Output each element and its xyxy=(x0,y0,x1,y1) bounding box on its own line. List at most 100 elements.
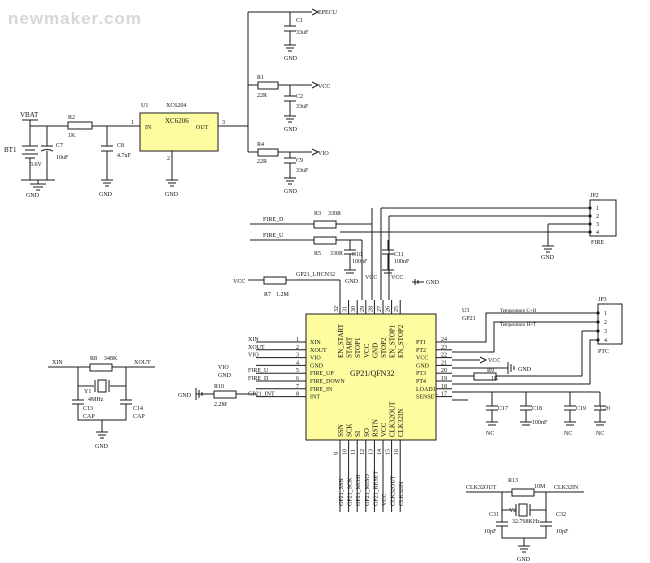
gnd-label: GND xyxy=(541,255,555,261)
fire-u-label: FIRE_U xyxy=(263,233,284,239)
gnd-label: GND xyxy=(218,373,232,379)
u1-pin-gnd: 2 xyxy=(167,156,170,162)
nc-label: NC xyxy=(486,431,494,437)
gnd-symbol xyxy=(96,420,108,439)
u3-top-pins: 32EN_START31START30STOP129VCC28GND27STOP… xyxy=(334,300,405,358)
u3-pin-name: PT2 xyxy=(416,348,426,354)
u3-left-net-label: FIRE_U xyxy=(248,368,269,374)
u3-left-net-label: XOUT xyxy=(248,345,265,351)
c17-capacitor xyxy=(486,392,498,426)
u3-bottom-pins: 9SSNGP21_SSN10SCKGP21_SCK11SIGP21_MOSI12… xyxy=(334,401,405,512)
c19-ref: C19 xyxy=(576,406,586,412)
r2-resistor xyxy=(67,121,93,130)
jp2-pin3-gnd xyxy=(542,223,590,253)
clk32in-label: CLK32IN xyxy=(554,485,579,491)
pt4-net xyxy=(452,339,598,385)
jp3-pin: 3 xyxy=(604,329,607,335)
y2-ref: Y2 xyxy=(509,508,516,514)
u3-pin-number: 11 xyxy=(351,449,357,455)
c11-capacitor xyxy=(382,240,394,274)
u3-bottom-net-label: GP21_SSN xyxy=(339,478,345,506)
c7-capacitor xyxy=(40,126,54,180)
y2-crystal xyxy=(518,503,528,517)
u3-pin-name: RSTN xyxy=(371,419,379,437)
u3-pin-name: STOP1 xyxy=(354,337,362,358)
y2-value: 32.768KHz xyxy=(512,519,540,525)
jp2-ref: JP2 xyxy=(590,193,599,199)
u3-pin-name: LOAD1 xyxy=(416,387,436,393)
u3-pin-number: 12 xyxy=(360,449,366,455)
gnd-label: GND xyxy=(518,367,532,373)
epecu-port xyxy=(311,8,320,16)
u1-in-label: IN xyxy=(145,125,152,131)
r5-ref: R5 xyxy=(314,251,321,257)
u3-chip-name: GP21/QFN32 xyxy=(350,369,394,378)
c13-ref: C13 xyxy=(83,406,93,412)
c9-ref: C9 xyxy=(296,158,303,164)
u3-pin-number: 32 xyxy=(334,306,340,312)
u3-pin-number: 26 xyxy=(386,306,392,312)
r7-value: 1.2M xyxy=(276,292,290,298)
r7-ref: R7 xyxy=(264,292,271,298)
gnd-label: GND xyxy=(165,192,179,198)
r13-resistor xyxy=(511,488,535,497)
nc-label: NC xyxy=(596,431,604,437)
r5-resistor xyxy=(313,236,337,245)
gnd-label: GND xyxy=(284,127,298,133)
jp3-connector xyxy=(597,303,623,345)
u3-pin-number: 17 xyxy=(441,392,447,398)
c11-value: 100nF xyxy=(394,259,410,265)
r1-ref: R1 xyxy=(257,75,264,81)
jp2-pin: 2 xyxy=(596,214,599,220)
c19-capacitor xyxy=(564,392,576,426)
u3-bottom-net-label: GP21_MISO xyxy=(365,474,371,506)
u3-name: GP21 xyxy=(462,316,476,322)
clk32out-label: CLK32OUT xyxy=(466,485,497,491)
u3-pin-name: SI xyxy=(354,430,362,437)
temp-cold-label: Temperature C+H xyxy=(500,309,537,314)
u3-pin-name: XIN xyxy=(310,340,321,346)
gnd-symbol xyxy=(101,179,113,187)
pt1-net xyxy=(452,312,598,343)
c8-capacitor xyxy=(101,126,113,180)
y1-crystal xyxy=(97,379,107,393)
fire-d-label: FIRE_D xyxy=(263,217,284,223)
u3-pin-name: CLK32OUT xyxy=(389,401,397,437)
u3-pin-name: INT xyxy=(310,395,320,401)
vio-label: VIO xyxy=(218,365,229,371)
u3-pin-number: 7 xyxy=(296,384,299,390)
r4-value: 22R xyxy=(257,159,267,165)
u3-pin-name: GND xyxy=(310,363,324,369)
u3-pin-number: 1 xyxy=(296,337,299,343)
r3-ref: R3 xyxy=(314,211,321,217)
u3-pin-number: 9 xyxy=(334,452,340,455)
r10-net xyxy=(195,388,257,400)
gnd-label: GND xyxy=(95,444,109,450)
c2-value: 33uF xyxy=(296,104,309,110)
u3-left-net-label: VIO xyxy=(248,353,259,359)
u3-pin-number: 23 xyxy=(441,345,447,351)
gnd-label: GND xyxy=(99,192,113,198)
nc-label: NC xyxy=(564,431,572,437)
r1-resistor xyxy=(257,81,279,90)
r2-ref: R2 xyxy=(68,115,75,121)
vio-label: VIO xyxy=(318,151,329,157)
c31-value: 10pF xyxy=(484,529,497,535)
gnd-label: GND xyxy=(26,193,40,199)
u3-right-pins: 24PT123PT222VCC21GND20PT319PT418LOAD117S… xyxy=(416,337,452,401)
fire-u-net xyxy=(250,239,363,300)
r13-value: 10M xyxy=(534,484,546,490)
jp2-pin1-net xyxy=(380,207,590,300)
u3-pin-name: FIRE_IN xyxy=(310,387,333,393)
u3-pin-number: 21 xyxy=(441,360,447,366)
u3-pin-number: 20 xyxy=(441,368,447,374)
xout-label: XOUT xyxy=(134,360,151,366)
u3-pin-name: PT4 xyxy=(416,379,426,385)
r9-resistor xyxy=(473,372,497,381)
power-section: VBAT BT1 3.6V C7 10uF GND R2 1K C8 4.7uF… xyxy=(4,8,338,199)
jp2-pin: 1 xyxy=(596,206,599,212)
vcc-label: VCC xyxy=(233,279,245,285)
u3-pin-name: STOP2 xyxy=(380,337,388,358)
vcc-label: VCC xyxy=(365,275,377,281)
